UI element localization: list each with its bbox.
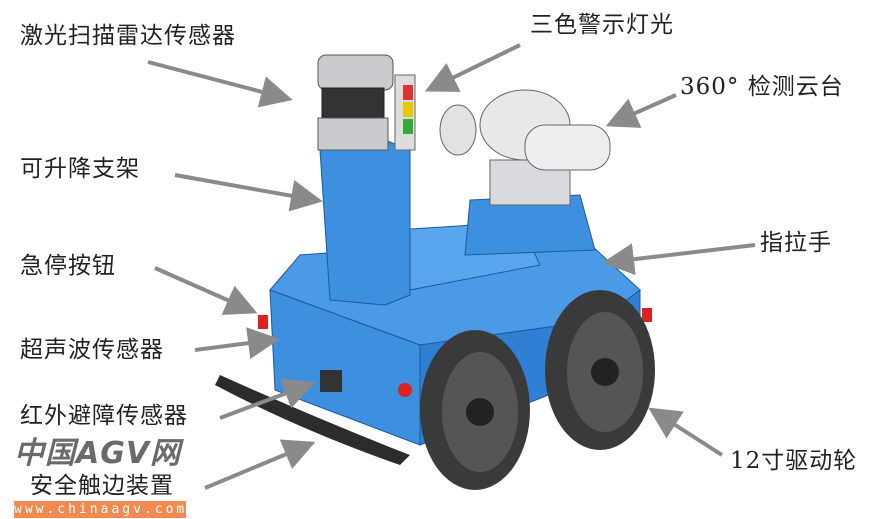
estop-button-right bbox=[642, 308, 652, 322]
bumper bbox=[215, 375, 410, 465]
infrared-sensor bbox=[320, 370, 342, 392]
estop-button bbox=[258, 315, 268, 329]
watermark-logo: 中国AGV网 bbox=[14, 436, 182, 471]
label-handle: 指拉手 bbox=[760, 230, 832, 256]
lift-column bbox=[317, 54, 416, 306]
label-ptz: 360° 检测云台 bbox=[680, 74, 844, 100]
callout-arrows bbox=[147, 43, 756, 490]
label-warning-light: 三色警示灯光 bbox=[530, 12, 674, 38]
label-wheel: 12寸驱动轮 bbox=[730, 448, 858, 474]
label-lidar: 激光扫描雷达传感器 bbox=[20, 23, 236, 49]
label-bumper: 安全触边装置 bbox=[30, 473, 174, 499]
label-ultrasonic: 超声波传感器 bbox=[20, 337, 164, 363]
label-lift: 可升降支架 bbox=[20, 156, 140, 182]
label-estop: 急停按钮 bbox=[20, 253, 116, 279]
watermark-url: www.chinaagv.com bbox=[14, 501, 188, 518]
ptz-camera bbox=[439, 89, 611, 206]
drive-wheel bbox=[420, 290, 655, 490]
label-infrared: 红外避障传感器 bbox=[20, 403, 188, 429]
